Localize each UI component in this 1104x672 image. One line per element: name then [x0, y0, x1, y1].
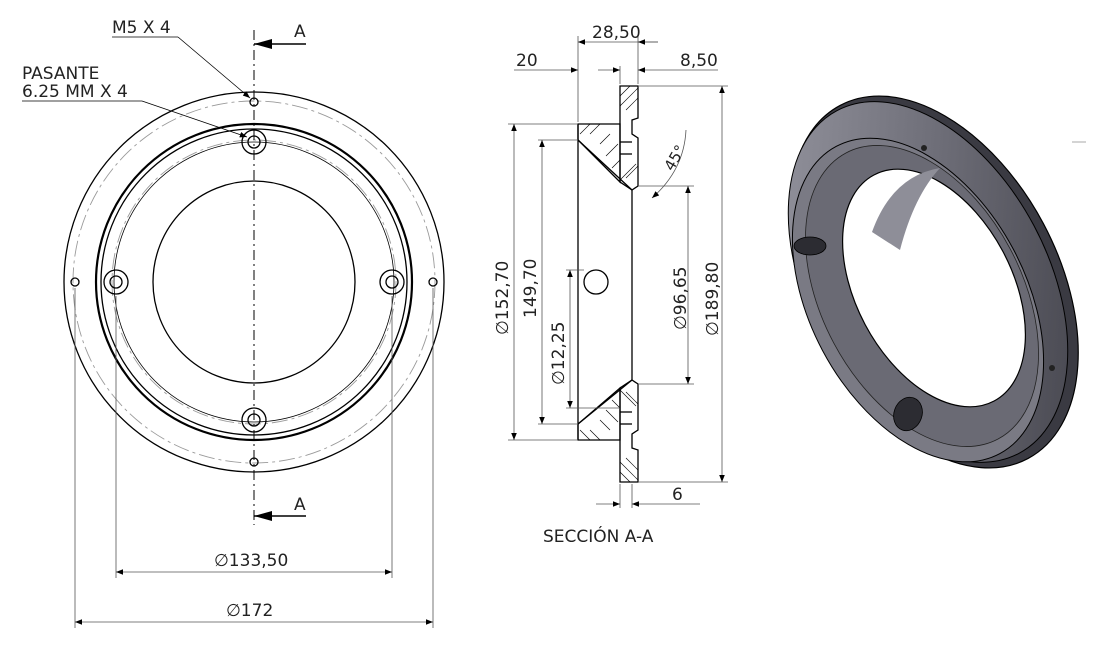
svg-text:20: 20 — [516, 51, 538, 71]
svg-text:∅133,50: ∅133,50 — [214, 551, 288, 571]
dim-189-80: ∅189,80 — [638, 85, 728, 483]
through-hole-right — [379, 269, 405, 295]
dim-152-70: ∅152,70 — [493, 123, 578, 441]
m5-hole — [70, 277, 80, 287]
svg-text:A: A — [294, 495, 306, 515]
svg-text:PASANTE: PASANTE — [22, 64, 99, 84]
svg-text:∅189,80: ∅189,80 — [703, 262, 723, 336]
through-hole-left — [103, 269, 129, 295]
m5-hole — [428, 277, 438, 287]
svg-text:A: A — [294, 22, 306, 42]
svg-text:M5 X 4: M5 X 4 — [112, 18, 171, 38]
section-marker-top: A — [254, 22, 306, 49]
bolt-circle — [72, 100, 436, 464]
svg-text:∅152,70: ∅152,70 — [493, 261, 513, 335]
svg-text:45°: 45° — [661, 142, 690, 174]
dim-20: 20 — [514, 51, 621, 84]
section-title: SECCIÓN A-A — [543, 525, 654, 547]
iso-m5-hole — [921, 145, 927, 151]
iso-side-hole — [793, 236, 827, 256]
svg-text:28,50: 28,50 — [592, 23, 641, 43]
front-view: A A M5 X 4 PASANTE 6.25 MM X 4 ∅133,50 — [22, 18, 445, 628]
dim-149-70: 149,70 — [521, 139, 578, 425]
angle-45: 45° — [651, 129, 690, 199]
svg-text:∅172: ∅172 — [226, 601, 273, 621]
section-view: 28,50 20 8,50 45° ∅152,70 — [493, 23, 728, 547]
m5-callout: M5 X 4 — [112, 18, 251, 99]
dim-96-65: ∅96,65 — [638, 185, 694, 385]
svg-text:∅12,25: ∅12,25 — [549, 322, 569, 385]
bore-circle — [152, 180, 356, 384]
step-circle — [113, 141, 395, 423]
iso-bore-wall — [872, 168, 940, 250]
dim-8-50: 8,50 — [638, 51, 718, 73]
isometric-view — [787, 95, 1086, 469]
upper-flange-section — [577, 85, 639, 191]
iso-side-hole — [893, 396, 923, 432]
dim-12-25: ∅12,25 — [549, 269, 620, 409]
bolt-circle-inner — [111, 139, 397, 425]
pasante-callout: PASANTE 6.25 MM X 4 — [22, 64, 248, 138]
svg-text:149,70: 149,70 — [521, 259, 541, 318]
lower-flange-section — [577, 379, 639, 483]
svg-text:6: 6 — [672, 485, 683, 505]
section-marker-bottom: A — [254, 495, 306, 521]
dim-172: ∅172 — [74, 288, 434, 628]
svg-text:∅96,65: ∅96,65 — [671, 267, 691, 330]
svg-text:6.25 MM X 4: 6.25 MM X 4 — [22, 82, 128, 102]
dim-6: 6 — [596, 484, 700, 508]
dim-133-50: ∅133,50 — [115, 296, 393, 578]
side-hole — [583, 269, 609, 295]
svg-text:8,50: 8,50 — [680, 51, 718, 71]
dim-28-50: 28,50 — [577, 23, 658, 122]
iso-m5-hole — [1049, 365, 1055, 371]
